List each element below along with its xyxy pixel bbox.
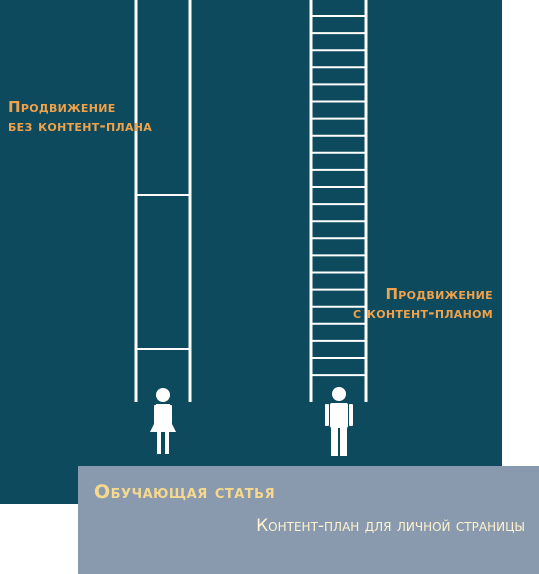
article-title: Контент-план для личной страницы: [256, 516, 525, 536]
label-line-2: без контент-плана: [8, 117, 153, 135]
label-line-1: Продвижение: [8, 98, 116, 116]
article-category: Обучающая статья: [94, 481, 276, 503]
label-line-1: Продвижение: [385, 285, 493, 303]
label-line-2: с контент-планом: [353, 304, 493, 322]
illustration-panel: [0, 0, 502, 504]
man-figure-icon: [325, 387, 353, 456]
label-without-content-plan: Продвижение без контент-плана: [8, 98, 152, 136]
label-with-content-plan: Продвижение с контент-планом: [353, 285, 493, 323]
article-footer: Обучающая статья Контент-план для личной…: [78, 466, 539, 574]
woman-figure-icon: [150, 388, 176, 454]
left-ladder: [134, 0, 192, 402]
right-ladder: [309, 0, 368, 402]
